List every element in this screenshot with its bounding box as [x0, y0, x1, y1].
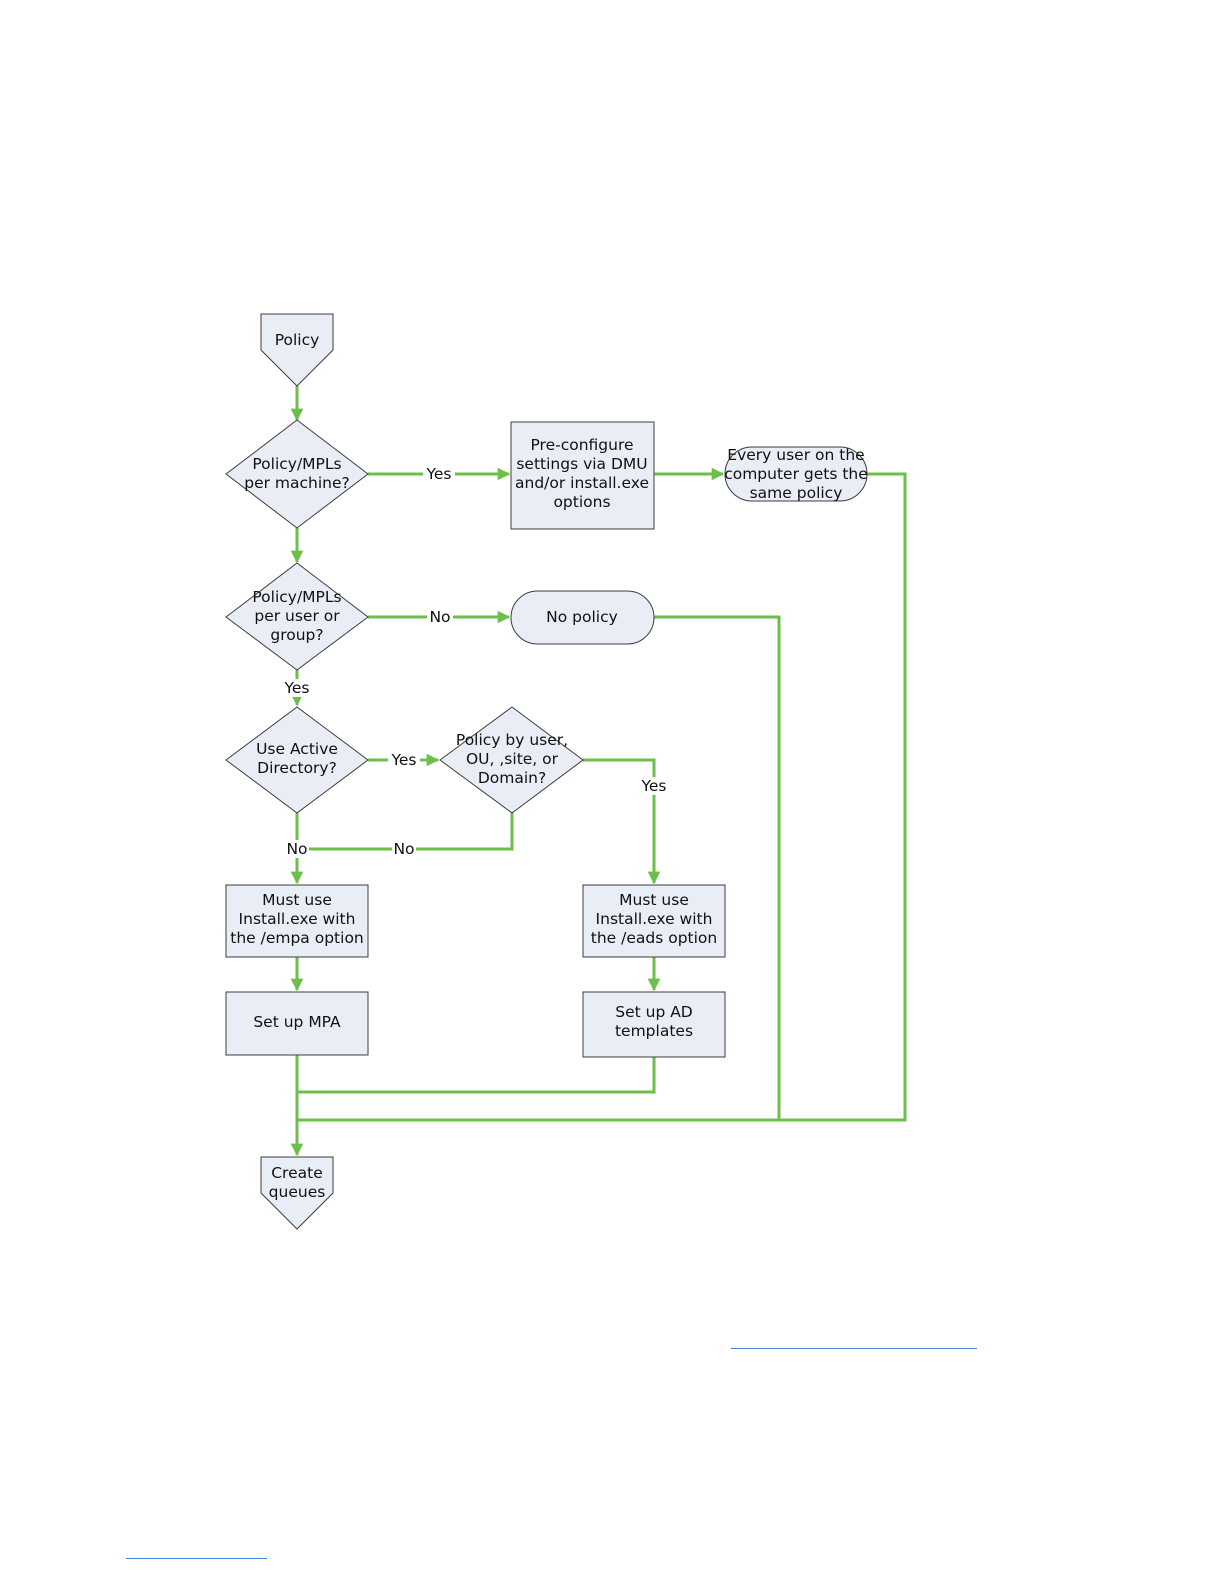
process-shape: [225, 884, 369, 958]
node-per-user-line-1: Policy/MPLs: [252, 588, 341, 606]
edge-label-use-ad-no: No: [285, 840, 309, 858]
node-create-queues-line-2: queues: [269, 1183, 326, 1201]
node-eads-line-3: the /eads option: [591, 929, 717, 947]
edge-label-text: Yes: [390, 751, 416, 769]
edge-label-use-ad-yes: Yes: [388, 751, 420, 769]
label-background: [392, 840, 416, 858]
node-use-ad-line-1: Use Active: [256, 740, 338, 758]
node-every-user-line-3: same policy: [750, 484, 843, 502]
process-shape: [582, 991, 726, 1058]
node-per-user-line-2: per user or: [254, 607, 340, 625]
label-background: [281, 679, 313, 697]
decision-shape: [225, 562, 369, 671]
label-background: [427, 608, 453, 626]
node-every-user: Every user on the computer gets the same…: [724, 446, 868, 502]
edge-label-policy-by-yes: Yes: [638, 777, 670, 795]
edge-setup-ad-merge: [297, 1057, 656, 1094]
node-policy-by-line-3: Domain?: [478, 769, 546, 787]
node-eads-line-1: Must use: [619, 891, 689, 909]
label-background: [388, 751, 420, 769]
edge-label-per-user-no: No: [427, 608, 453, 626]
node-eads-line-2: Install.exe with: [596, 910, 713, 928]
node-preconfigure-line-1: Pre-configure: [530, 436, 633, 454]
node-preconfigure: Pre-configure settings via DMU and/or in…: [510, 421, 655, 530]
node-policy-by-line-1: Policy by user,: [456, 731, 568, 749]
node-setup-mpa-line-1: Set up MPA: [253, 1013, 341, 1031]
node-policy: Policy: [260, 313, 334, 387]
node-per-machine-line-2: per machine?: [244, 474, 350, 492]
node-per-user-line-3: group?: [270, 626, 323, 644]
edge-labels: Yes No Yes Yes Yes No No: [281, 464, 670, 858]
terminator-shape: [724, 446, 868, 502]
node-no-policy-line-1: No policy: [546, 608, 618, 626]
node-empa-line-3: the /empa option: [230, 929, 364, 947]
hyperlink-underline[interactable]: [731, 1348, 977, 1349]
node-setup-ad: Set up AD templates: [582, 991, 726, 1058]
edge-label-per-machine-yes: Yes: [423, 464, 455, 483]
label-background: [285, 840, 309, 858]
decision-shape: [439, 706, 584, 814]
edge-policy-by-to-eads: [583, 758, 661, 885]
edge-label-text: Yes: [283, 679, 309, 697]
edge-label-text: No: [429, 608, 450, 626]
node-use-ad: Use Active Directory?: [225, 706, 369, 814]
node-empa: Must use Install.exe with the /empa opti…: [225, 884, 369, 958]
node-per-user-group: Policy/MPLs per user or group?: [225, 562, 369, 671]
label-background: [638, 777, 670, 795]
edge-label-policy-by-no: No: [392, 840, 416, 858]
offpage-shape: [260, 1156, 334, 1230]
process-shape: [510, 421, 655, 530]
offpage-shape: [260, 313, 334, 387]
edge-label-text: No: [393, 840, 414, 858]
node-eads: Must use Install.exe with the /eads opti…: [582, 884, 726, 958]
node-setup-ad-line-2: templates: [615, 1022, 693, 1040]
decision-shape: [225, 419, 369, 529]
node-create-queues: Create queues: [260, 1156, 334, 1230]
edge-label-per-user-yes: Yes: [281, 679, 313, 697]
node-setup-ad-line-1: Set up AD: [615, 1003, 693, 1021]
edge-label-text: Yes: [425, 465, 451, 483]
edge-policy-by-no: [297, 813, 514, 851]
edge-every-user-merge: [297, 472, 907, 1122]
node-preconfigure-line-2: settings via DMU: [516, 455, 647, 473]
node-policy-by-line-2: OU, ,site, or: [466, 750, 559, 768]
node-preconfigure-line-3: and/or install.exe: [515, 474, 649, 492]
node-empa-line-1: Must use: [262, 891, 332, 909]
node-use-ad-line-2: Directory?: [257, 759, 337, 777]
node-no-policy: No policy: [510, 590, 655, 645]
node-policy-line-1: Policy: [275, 331, 320, 349]
node-per-machine: Policy/MPLs per machine?: [225, 419, 369, 529]
node-create-queues-line-1: Create: [271, 1164, 323, 1182]
node-every-user-line-1: Every user on the: [727, 446, 864, 464]
edge-no-policy-merge: [654, 615, 781, 1120]
node-empa-line-2: Install.exe with: [239, 910, 356, 928]
connectors: [290, 386, 907, 1157]
node-setup-mpa: Set up MPA: [225, 991, 369, 1056]
edge-label-text: No: [286, 840, 307, 858]
process-shape: [225, 991, 369, 1056]
decision-shape: [225, 706, 369, 814]
terminator-shape: [510, 590, 655, 645]
label-background: [423, 464, 455, 482]
node-every-user-line-2: computer gets the: [724, 465, 868, 483]
node-per-machine-line-1: Policy/MPLs: [252, 455, 341, 473]
node-preconfigure-line-4: options: [553, 493, 610, 511]
node-policy-by: Policy by user, OU, ,site, or Domain?: [439, 706, 584, 814]
edge-label-text: Yes: [640, 777, 666, 795]
hyperlink-underline-footer[interactable]: [126, 1558, 267, 1559]
process-shape: [582, 884, 726, 958]
